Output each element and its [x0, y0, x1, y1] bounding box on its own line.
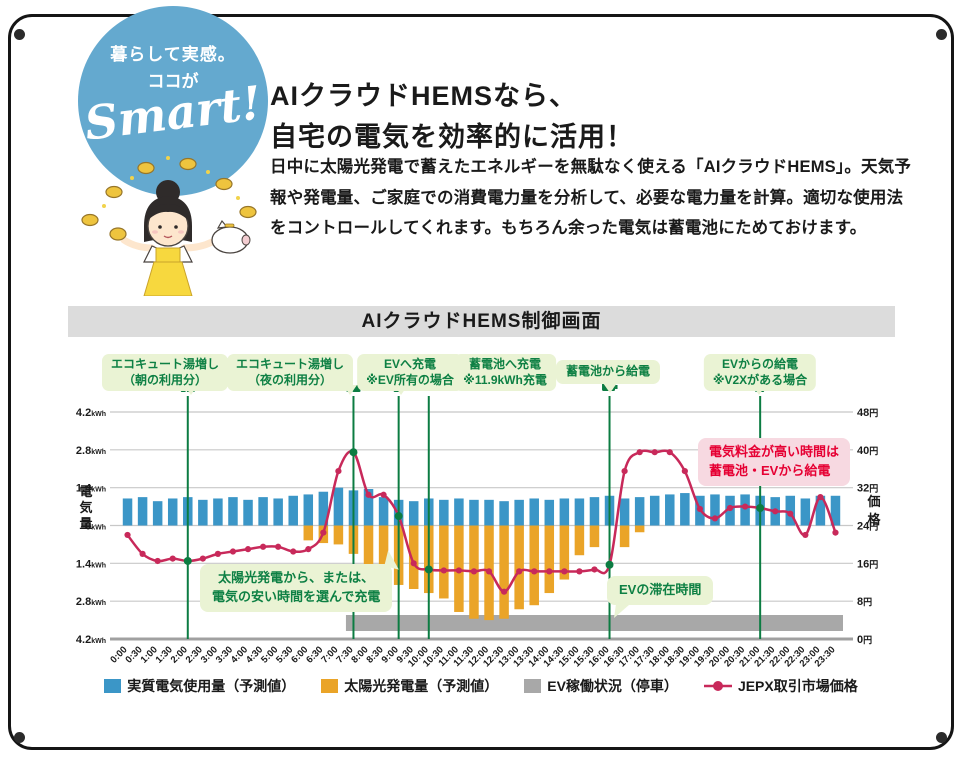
svg-text:40円: 40円: [857, 445, 878, 457]
svg-text:8円: 8円: [857, 596, 872, 608]
svg-text:1.4kWh: 1.4kWh: [76, 483, 106, 495]
badge-line2: ココが: [147, 72, 199, 91]
coins: [81, 157, 257, 227]
svg-text:32円: 32円: [857, 483, 878, 495]
price-line-marker-icon: [703, 681, 732, 691]
page-title: AIクラウドHEMSなら、 自宅の電気を効率的に活用！: [270, 76, 634, 157]
y-axis-left-labels: 4.2kWh 2.8kWh 1.4kWh 0kWh 1.4kWh 2.8kWh 4.2kWh: [76, 407, 106, 646]
legend-ev: EV稼働状況（停車）: [524, 676, 678, 696]
event-label-ev-discharge: EVからの給電※V2Xがある場合: [703, 354, 817, 392]
ev-parked-band: [345, 615, 843, 631]
svg-text:24円: 24円: [857, 521, 878, 533]
x-axis-labels: 0:000:301:001:302:002:303:003:304:004:30…: [108, 644, 837, 669]
legend-usage: 実質電気使用量（予測値）: [104, 676, 295, 696]
svg-text:16円: 16円: [857, 558, 878, 570]
svg-text:気: 気: [79, 500, 92, 515]
svg-text:4.2kWh: 4.2kWh: [76, 634, 106, 646]
y-axis-right-title: 価格: [866, 494, 881, 527]
svg-text:格: 格: [867, 512, 881, 527]
label-tail: [603, 383, 617, 393]
svg-text:量: 量: [79, 516, 92, 531]
piggy-bank-icon: [211, 219, 251, 254]
svg-text:0円: 0円: [857, 634, 872, 646]
svg-text:2.8kWh: 2.8kWh: [76, 596, 106, 608]
note-tail: [614, 603, 629, 620]
note-high-price-discharge: 電気料金が高い時間は蓄電池・EVから給電: [698, 438, 851, 486]
intro-paragraph: 日中に太陽光発電で蓄えたエネルギーを無駄なく使える「AIクラウドHEMS」。天気…: [270, 158, 912, 238]
note-ev-stay: EVの滞在時間: [607, 576, 714, 605]
usage-swatch-icon: [104, 679, 122, 693]
woman: [109, 180, 251, 296]
svg-text:1.4kWh: 1.4kWh: [76, 558, 106, 570]
event-label-battery-discharge: 蓄電池から給電: [555, 360, 661, 384]
screw-dot: [936, 732, 947, 743]
svg-text:0kWh: 0kWh: [85, 521, 106, 533]
note-cheap-charge: 太陽光発電から、または、電気の安い時間を選んで充電: [200, 564, 393, 612]
chart-legend: 実質電気使用量（予測値） 太陽光発電量（予測値） EV稼働状況（停車） JEPX…: [66, 676, 896, 696]
event-label-ecocute-evening: エコキュート湯増し（夜の利用分）: [226, 354, 354, 392]
combo-chart: 4.2kWh2.8kWh1.4kWh0kWh1.4kWh2.8kWh4.2kWh…: [76, 380, 881, 669]
event-dot: [756, 504, 765, 513]
title-line2: 自宅の電気を効率的に活用！: [270, 121, 634, 152]
svg-text:48円: 48円: [857, 407, 878, 419]
sparkles: [102, 156, 240, 208]
ev-swatch-icon: [524, 679, 542, 693]
event-label-ecocute-morning: エコキュート湯増し（朝の利用分）: [101, 354, 229, 392]
y-axis-right-labels: 48円 40円 32円 24円 16円 8円 0円: [857, 407, 878, 646]
y-axis-left-title: 電気量: [79, 484, 92, 531]
woman-saving-illustration: [81, 156, 257, 296]
screw-dot: [936, 29, 947, 40]
legend-solar: 太陽光発電量（予測値）: [321, 676, 498, 696]
svg-text:電: 電: [79, 484, 92, 499]
badge-line1: 暮らして実感。: [110, 45, 236, 64]
event-dot: [349, 448, 358, 457]
event-dot: [394, 512, 403, 521]
svg-text:価: 価: [866, 494, 880, 509]
smart-badge: 暮らして実感。 ココが Smart!: [78, 6, 268, 196]
event-dot: [183, 556, 192, 565]
chart-panel-title: AIクラウドHEMS制御画面: [68, 306, 895, 337]
price-dots: [124, 449, 839, 595]
svg-text:2.8kWh: 2.8kWh: [76, 445, 106, 457]
event-label-ev-charge: EVへ充電※EV所有の場合: [357, 354, 463, 392]
screw-dot: [14, 29, 25, 40]
event-dot: [424, 565, 433, 574]
screw-dot: [14, 732, 25, 743]
title-line1: AIクラウドHEMSなら、: [270, 81, 578, 112]
legend-jepx: JEPX取引市場価格: [703, 676, 858, 696]
label-tail: [343, 385, 357, 395]
event-dot: [605, 560, 614, 569]
event-label-battery-charge: 蓄電池へ充電※11.9kWh充電: [454, 354, 556, 392]
svg-text:4.2kWh: 4.2kWh: [76, 407, 106, 419]
solar-swatch-icon: [321, 679, 339, 693]
